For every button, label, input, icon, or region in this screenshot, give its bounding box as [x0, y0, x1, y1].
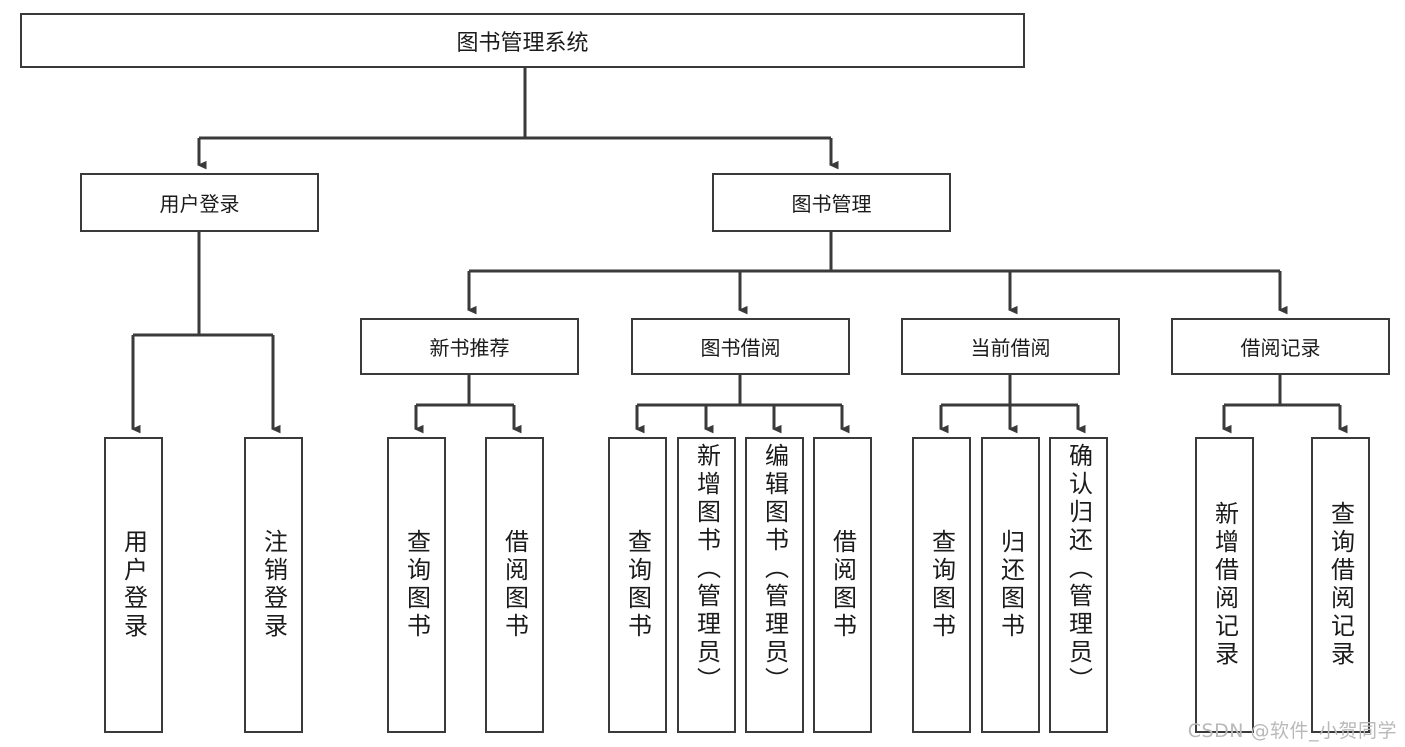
node-borrow-record[interactable]: 借阅记录: [1171, 318, 1390, 375]
leaf-book-borrow-query-book[interactable]: 查询图书: [608, 437, 667, 733]
leaf-current-borrow-return-book[interactable]: 归还图书: [981, 437, 1040, 733]
node-new-book-recommend[interactable]: 新书推荐: [360, 318, 579, 375]
leaf-new-book-query-book[interactable]: 查询图书: [387, 437, 446, 733]
leaf-current-borrow-query-book[interactable]: 查询图书: [912, 437, 971, 733]
leaf-borrow-record-query-record[interactable]: 查询借阅记录: [1311, 437, 1370, 733]
leaf-user-login-signout[interactable]: 注销登录: [244, 437, 303, 733]
node-book-management[interactable]: 图书管理: [712, 173, 951, 232]
node-root-book-management-system[interactable]: 图书管理系统: [20, 13, 1025, 68]
node-current-borrow[interactable]: 当前借阅: [901, 318, 1120, 375]
leaf-book-borrow-edit-book-admin[interactable]: 编辑图书（管理员）: [745, 437, 804, 733]
leaf-new-book-borrow-book[interactable]: 借阅图书: [485, 437, 544, 733]
leaf-current-borrow-confirm-return-admin[interactable]: 确认归还（管理员）: [1049, 437, 1108, 733]
leaf-book-borrow-add-book-admin[interactable]: 新增图书（管理员）: [677, 437, 736, 733]
node-user-login[interactable]: 用户登录: [80, 173, 319, 232]
leaf-user-login-signin[interactable]: 用户登录: [104, 437, 163, 733]
leaf-book-borrow-borrow-book[interactable]: 借阅图书: [813, 437, 872, 733]
csdn-watermark: CSDN @软件_小贺同学: [1187, 720, 1397, 742]
leaf-borrow-record-add-record[interactable]: 新增借阅记录: [1195, 437, 1254, 733]
node-book-borrow[interactable]: 图书借阅: [631, 318, 850, 375]
